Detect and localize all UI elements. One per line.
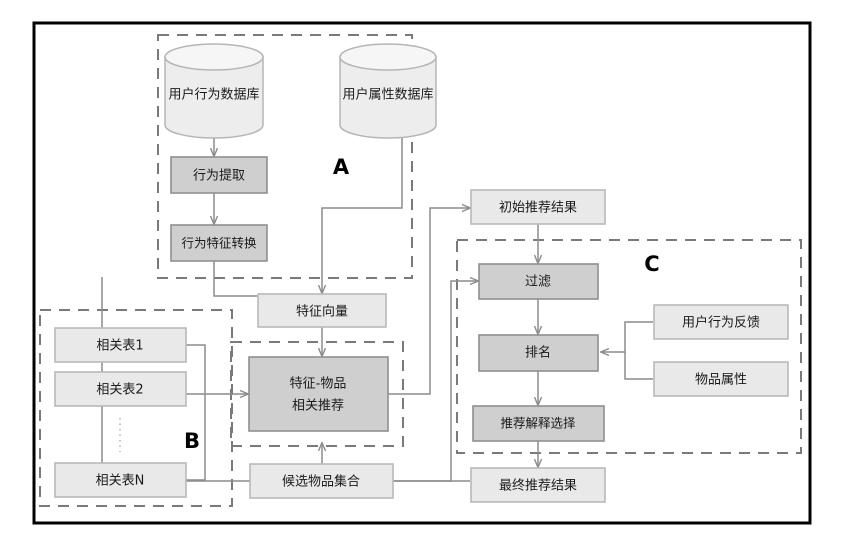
initial-recommend-result-node: 初始推荐结果 [470, 189, 606, 225]
connector-tablen-to-bus [186, 394, 206, 481]
group-c-boundary [456, 239, 802, 454]
user-behavior-feedback-label: 用户行为反馈 [682, 315, 760, 331]
connector-attributedb-to-featurevector [322, 137, 403, 293]
item-attribute-label: 物品属性 [695, 373, 747, 388]
outer-frame [32, 21, 812, 525]
behavior-extraction-node: 行为提取 [170, 156, 268, 194]
relation-table-n-label: 相关表N [96, 474, 145, 489]
group-c-letter: C [644, 252, 659, 276]
recommend-explanation-select-label: 推荐解释选择 [500, 416, 576, 431]
connector-core-to-initialresult [387, 208, 470, 395]
candidate-item-set-node: 候选物品集合 [249, 463, 394, 499]
ranking-node: 排名 [478, 334, 599, 372]
behavior-extraction-label: 行为提取 [193, 168, 245, 184]
relation-table-1-node: 相关表1 [54, 327, 187, 363]
initial-recommend-result-label: 初始推荐结果 [499, 201, 577, 216]
user-behavior-db-node: 用户行为数据库 [164, 43, 264, 139]
feature-item-recommend-node: 特征-物品 相关推荐 [248, 356, 389, 432]
connector-itemattribute-to-ranking [624, 352, 653, 380]
filter-label: 过滤 [525, 275, 551, 290]
user-behavior-db-label: 用户行为数据库 [168, 87, 259, 103]
relation-table-1-label: 相关表1 [96, 339, 143, 354]
connector-transform-to-featurevector [213, 261, 257, 297]
behavior-feature-transform-label: 行为特征转换 [181, 236, 257, 251]
user-attribute-db-node: 用户属性数据库 [339, 43, 437, 139]
group-a-letter: A [333, 155, 350, 179]
relation-table-2-node: 相关表2 [54, 371, 187, 407]
feature-item-recommend-label-line2: 相关推荐 [292, 399, 344, 414]
feature-vector-label: 特征向量 [296, 304, 348, 320]
feature-item-recommend-label-line1: 特征-物品 [290, 377, 347, 392]
item-attribute-node: 物品属性 [653, 361, 789, 397]
user-attribute-db-label: 用户属性数据库 [342, 87, 433, 103]
final-recommend-result-node: 最终推荐结果 [470, 467, 606, 503]
candidate-item-set-label: 候选物品集合 [282, 474, 360, 490]
connector-table1-to-bus [186, 344, 206, 394]
user-behavior-feedback-node: 用户行为反馈 [653, 304, 789, 340]
final-recommend-result-label: 最终推荐结果 [499, 478, 577, 494]
group-b-letter: B [184, 429, 200, 453]
behavior-feature-transform-node: 行为特征转换 [170, 224, 268, 262]
filter-node: 过滤 [478, 263, 599, 300]
feature-vector-node: 特征向量 [257, 293, 387, 328]
recommend-explanation-select-node: 推荐解释选择 [472, 405, 605, 442]
connector-feedback-to-ranking [601, 321, 653, 352]
relation-table-n-node: 相关表N [54, 462, 187, 498]
ranking-label: 排名 [525, 345, 551, 361]
relation-table-2-label: 相关表2 [96, 383, 143, 398]
connector-candidate-to-filter [392, 281, 478, 482]
